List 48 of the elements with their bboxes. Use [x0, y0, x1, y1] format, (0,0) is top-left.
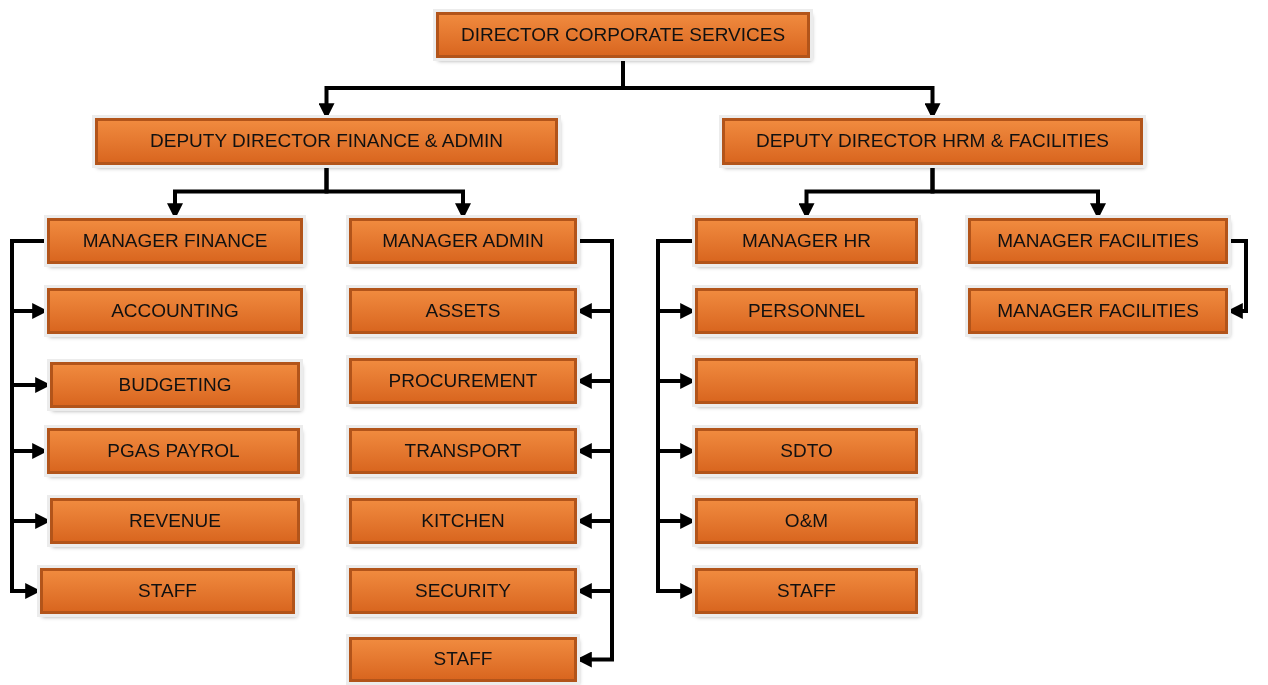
box-label: PGAS PAYROL [107, 438, 240, 463]
box-label: REVENUE [129, 508, 221, 533]
org-box [695, 498, 918, 544]
org-box [349, 428, 577, 474]
org-box [968, 218, 1228, 264]
box-label: MANAGER FACILITIES [997, 298, 1199, 323]
org-box [40, 568, 295, 614]
box-label: MANAGER ADMIN [382, 228, 544, 253]
box-label: ASSETS [425, 298, 501, 323]
box-label: MANAGER FINANCE [82, 228, 268, 253]
org-box [349, 288, 577, 334]
org-box [695, 358, 918, 404]
org-box [695, 218, 918, 264]
org-box [695, 428, 918, 474]
box-label: STAFF [138, 578, 197, 603]
box-label: DIRECTOR CORPORATE SERVICES [460, 22, 786, 47]
org-box [50, 498, 300, 544]
org-box [349, 358, 577, 404]
box-label: PERSONNEL [747, 298, 866, 323]
org-box [95, 118, 558, 165]
org-box [47, 218, 303, 264]
box-label: SDTO [780, 438, 833, 463]
org-box [47, 428, 300, 474]
box-label: DEPUTY DIRECTOR HRM & FACILITIES [756, 129, 1109, 154]
box-label: DEPUTY DIRECTOR FINANCE & ADMIN [150, 129, 503, 154]
box-label: STAFF [433, 647, 493, 672]
box-label: ACCOUNTING [111, 298, 239, 323]
org-box [968, 288, 1228, 334]
box-label: MANAGER FACILITIES [997, 228, 1199, 253]
box-label: SECURITY [414, 578, 512, 603]
box-label: KITCHEN [421, 508, 505, 533]
org-box [349, 218, 577, 264]
box-label: TRANSPORT [404, 438, 522, 463]
connector-arrow [10, 239, 47, 599]
org-box [47, 288, 303, 334]
org-box [695, 288, 918, 334]
org-box [50, 362, 300, 408]
org-box [349, 568, 577, 614]
box-label: BUDGETING [118, 372, 232, 397]
box-label: STAFF [777, 578, 836, 603]
box-label: O&M [784, 508, 829, 533]
org-box [436, 12, 810, 58]
org-box [695, 568, 918, 614]
org-box [349, 637, 577, 682]
box-label: PROCUREMENT [388, 368, 538, 393]
box-label: MANAGER HR [742, 228, 871, 253]
org-box [722, 118, 1143, 165]
org-box [349, 498, 577, 544]
